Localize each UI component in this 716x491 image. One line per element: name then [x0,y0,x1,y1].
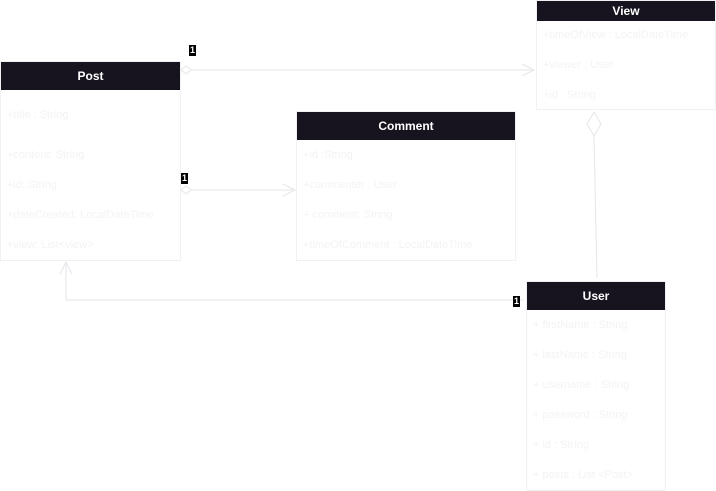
class-user-attribute: + id : String [533,439,589,451]
multiplicity-user-post: 1 [513,296,520,307]
class-user-attribute: + lastName : String [533,349,627,361]
class-post[interactable]: Post +title : String +content: String +i… [0,61,181,261]
class-user-attribute: + password : String [533,409,628,421]
class-user-attribute: + username : String [533,379,630,391]
class-comment[interactable]: Comment +id :String +commenter : User + … [296,111,516,261]
aggregation-diamond-post-comment [180,185,192,195]
class-comment-attribute: + comment: String [303,209,393,221]
class-view-attribute: +timeOfView : LocalDateTime [543,29,689,41]
aggregation-diamond-view-user [586,111,602,137]
connector-view-user [593,135,598,279]
class-post-attribute: +id: String [7,179,57,191]
class-comment-name: Comment [297,112,515,140]
multiplicity-post-comment: 1 [181,173,188,184]
class-comment-attribute: +timeOfComment : LocalDateTime [303,239,473,251]
class-post-name: Post [1,62,180,90]
class-user-attribute: + firstName : String [533,319,628,331]
aggregation-diamond-post-view [180,65,192,75]
multiplicity-post-view: 1 [189,45,196,56]
class-post-attribute: +content: String [7,149,85,161]
class-post-attribute: +view: List<view> [7,239,94,251]
arrowhead-post [59,260,73,275]
class-post-attribute: +dateCreated: LocalDateTime [7,209,154,221]
class-comment-attribute: +commenter : User [303,179,397,191]
class-user-name: User [527,282,665,310]
class-comment-attribute: +id :String [303,149,353,161]
arrowhead-view [521,63,536,77]
class-view-attribute: +id : String [543,89,596,101]
class-view-name: View [537,1,715,21]
class-user[interactable]: User + firstName : String + lastName : S… [526,281,666,491]
class-view-attribute: +viewer : User [543,59,614,71]
class-user-attribute: + posts : List <Post> [533,469,633,481]
arrowhead-comment [282,183,297,197]
class-view[interactable]: View +timeOfView : LocalDateTime +viewer… [536,0,716,110]
class-post-attribute: +title : String [7,109,69,121]
connector-user-post [65,264,524,301]
